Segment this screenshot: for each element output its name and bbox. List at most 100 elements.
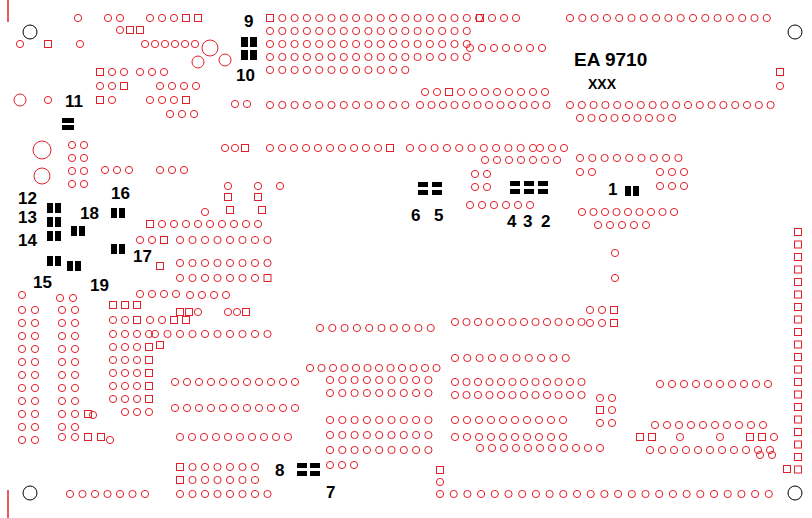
- solder-pad: [601, 490, 608, 497]
- solder-pad: [133, 408, 140, 415]
- solder-pad: [586, 319, 593, 326]
- solder-pad: [141, 40, 148, 47]
- solder-pad: [31, 436, 38, 443]
- solder-pad: [183, 317, 190, 324]
- solder-pad: [353, 27, 360, 34]
- solder-pad: [795, 441, 802, 448]
- solder-pad: [251, 274, 258, 281]
- solder-pad: [109, 369, 116, 376]
- solder-pad: [326, 461, 333, 468]
- solder-pad: [195, 404, 202, 411]
- solder-pad: [768, 451, 775, 458]
- solder-pad: [426, 40, 433, 47]
- solder-pad: [363, 416, 370, 423]
- solder-pad: [328, 53, 335, 60]
- component-mark: [538, 189, 548, 194]
- solder-pad: [151, 330, 158, 337]
- solder-pad: [168, 82, 175, 89]
- solder-pad: [98, 434, 105, 441]
- solder-pad: [350, 461, 357, 468]
- solder-pad: [74, 14, 81, 21]
- solder-pad: [377, 53, 384, 60]
- solder-pad: [80, 167, 87, 174]
- solder-pad: [316, 324, 323, 331]
- solder-pad: [236, 433, 243, 440]
- solder-pad: [439, 27, 446, 34]
- solder-pad: [326, 144, 333, 151]
- callout-number: 13: [18, 209, 37, 226]
- component-mark: [297, 471, 307, 476]
- solder-pad: [183, 404, 190, 411]
- component-mark: [633, 186, 639, 196]
- solder-pad: [363, 446, 370, 453]
- solder-pad: [104, 14, 111, 21]
- solder-pad: [192, 56, 204, 68]
- solder-pad: [34, 168, 50, 184]
- solder-pad: [146, 316, 153, 323]
- solder-pad: [463, 53, 470, 60]
- solder-pad: [116, 26, 123, 33]
- solder-pad: [638, 154, 645, 161]
- solder-pad: [341, 364, 348, 371]
- solder-pad: [146, 396, 153, 403]
- solder-pad: [637, 434, 644, 441]
- solder-pad: [233, 308, 240, 315]
- solder-pad: [535, 433, 542, 440]
- solder-pad: [488, 444, 495, 451]
- solder-pad: [421, 364, 428, 371]
- component-mark: [119, 208, 125, 218]
- solder-pad: [176, 330, 183, 337]
- solder-pad: [637, 101, 644, 108]
- solder-pad: [584, 444, 591, 451]
- solder-pad: [71, 397, 78, 404]
- solder-pad: [480, 144, 487, 151]
- solder-pad: [177, 464, 184, 471]
- solder-pad: [597, 407, 604, 414]
- solder-pad: [226, 490, 233, 497]
- component-mark: [310, 471, 320, 476]
- solder-pad: [303, 27, 310, 34]
- solder-pad: [279, 404, 286, 411]
- solder-pad: [14, 94, 26, 106]
- solder-pad: [478, 490, 485, 497]
- solder-pad: [291, 404, 298, 411]
- solder-pad: [490, 201, 497, 208]
- solder-pad: [350, 144, 357, 151]
- solder-pad: [207, 404, 214, 411]
- solder-pad: [109, 382, 116, 389]
- solder-pad: [525, 354, 532, 361]
- solder-pad: [353, 324, 360, 331]
- solder-pad: [464, 490, 471, 497]
- solder-pad: [636, 208, 643, 215]
- solder-pad: [91, 490, 98, 497]
- solder-pad: [172, 290, 179, 297]
- solder-pad: [266, 101, 273, 108]
- solder-pad: [133, 330, 140, 337]
- solder-pad: [316, 53, 323, 60]
- solder-pad: [505, 144, 512, 151]
- solder-pad: [264, 490, 271, 497]
- callout-number: 1: [608, 181, 617, 198]
- solder-pad: [524, 444, 531, 451]
- solder-pad: [189, 259, 196, 266]
- solder-pad: [463, 433, 470, 440]
- solder-pad: [735, 421, 742, 428]
- solder-pad: [628, 14, 635, 21]
- solder-pad: [267, 404, 274, 411]
- solder-pad: [121, 83, 128, 90]
- solder-pad: [188, 433, 195, 440]
- solder-pad: [576, 114, 583, 121]
- solder-pad: [437, 467, 444, 474]
- solder-pad: [670, 446, 677, 453]
- solder-pad: [387, 145, 394, 152]
- solder-pad: [255, 194, 262, 201]
- solder-pad: [591, 14, 598, 21]
- solder-pad: [231, 404, 238, 411]
- solder-pad: [784, 466, 791, 473]
- solder-pad: [180, 82, 187, 89]
- solder-pad: [121, 382, 128, 389]
- solder-pad: [31, 306, 38, 313]
- solder-pad: [702, 14, 709, 21]
- component-mark: [510, 189, 520, 194]
- solder-pad: [450, 490, 457, 497]
